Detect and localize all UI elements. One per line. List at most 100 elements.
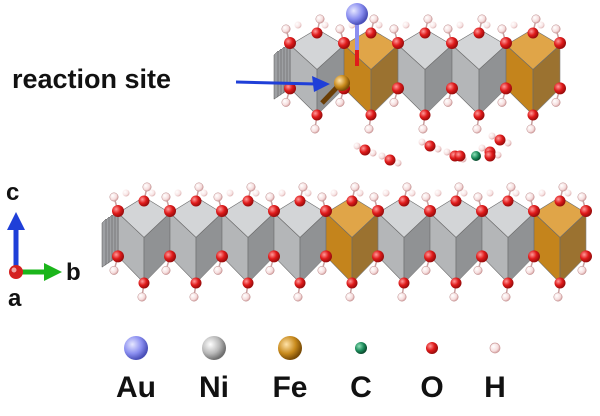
axis-label-a: a bbox=[8, 285, 22, 312]
hydrogen-atom bbox=[577, 265, 587, 275]
hydrogen-atom bbox=[526, 124, 536, 134]
hydrogen-atom bbox=[315, 14, 325, 24]
ni-swatch bbox=[202, 336, 226, 360]
oxygen-atom bbox=[500, 82, 512, 95]
oxygen-atom bbox=[580, 250, 592, 263]
hydrogen-atom bbox=[389, 97, 399, 107]
oxygen-atom bbox=[190, 195, 202, 207]
hydrogen-atom bbox=[488, 132, 496, 140]
hydrogen-atom bbox=[281, 24, 291, 34]
oxygen-atom bbox=[164, 250, 176, 263]
hydrogen-atom bbox=[265, 265, 275, 275]
oxygen-atom bbox=[554, 82, 566, 95]
hydrogen-atom bbox=[504, 139, 512, 147]
legend-item-au: Au bbox=[116, 336, 156, 404]
hydrogen-atom bbox=[310, 124, 320, 134]
oxygen-atom bbox=[454, 150, 466, 162]
hydrogen-atom bbox=[449, 292, 459, 302]
oxygen-atom bbox=[338, 37, 350, 49]
oxygen-atom bbox=[112, 250, 124, 263]
oxygen-atom bbox=[476, 250, 488, 263]
hydrogen-atom bbox=[497, 24, 507, 34]
hydrogen-atom bbox=[501, 292, 511, 302]
oxygen-atom bbox=[320, 250, 332, 263]
axis-label-c: c bbox=[6, 179, 19, 206]
oxygen-atom bbox=[294, 195, 306, 207]
legend-label-c: C bbox=[350, 371, 372, 404]
oxygen-atom bbox=[365, 109, 377, 121]
hydrogen-atom bbox=[506, 182, 516, 192]
legend-item-o: O bbox=[420, 342, 444, 404]
hydrogen-atom bbox=[525, 192, 535, 202]
oxygen-atom bbox=[450, 277, 462, 289]
oxygen-atom bbox=[372, 250, 384, 263]
hydrogen-atom bbox=[423, 14, 433, 24]
legend-item-fe: Fe bbox=[272, 336, 308, 404]
legend-item-ni: Ni bbox=[199, 336, 229, 404]
oxygen-atom bbox=[311, 109, 323, 121]
oxygen-atom bbox=[502, 195, 514, 207]
oxygen-atom bbox=[476, 205, 488, 217]
hydrogen-atom bbox=[226, 189, 234, 197]
oxygen-atom bbox=[346, 277, 358, 289]
hydrogen-atom bbox=[148, 189, 156, 197]
hydrogen-atom bbox=[369, 149, 377, 157]
oxygen-atom bbox=[284, 37, 296, 49]
oxygen-atom bbox=[164, 205, 176, 217]
oxygen-atom bbox=[392, 37, 404, 49]
oxygen-atom bbox=[424, 250, 436, 263]
au-swatch bbox=[124, 336, 148, 360]
hydrogen-atom bbox=[189, 292, 199, 302]
hydrogen-atom bbox=[456, 21, 464, 29]
oxygen-atom bbox=[346, 195, 358, 207]
hydrogen-atom bbox=[443, 148, 451, 156]
hydrogen-atom bbox=[356, 189, 364, 197]
hydrogen-atom bbox=[434, 145, 442, 153]
legend-label-o: O bbox=[420, 371, 443, 404]
hydrogen-atom bbox=[161, 265, 171, 275]
hydrogen-atom bbox=[200, 189, 208, 197]
hydrogen-atom bbox=[478, 144, 486, 152]
hydrogen-atom bbox=[421, 192, 431, 202]
hydrogen-atom bbox=[553, 292, 563, 302]
oxygen-atom bbox=[554, 37, 566, 49]
hydrogen-atom bbox=[335, 24, 345, 34]
oxygen-atom bbox=[112, 205, 124, 217]
lower-hydroxide-layer bbox=[101, 182, 592, 302]
hydrogen-atom bbox=[246, 182, 256, 192]
oxygen-atom bbox=[372, 205, 384, 217]
hydrogen-atom bbox=[330, 189, 338, 197]
hydrogen-atom bbox=[558, 182, 568, 192]
oxygen-atom bbox=[580, 205, 592, 217]
hydrogen-atom bbox=[241, 292, 251, 302]
oxygen-atom bbox=[284, 82, 296, 95]
legend-label-fe: Fe bbox=[272, 371, 307, 404]
hydrogen-atom bbox=[278, 189, 286, 197]
reaction-site-label: reaction site bbox=[12, 64, 171, 94]
oxygen-atom bbox=[554, 277, 566, 289]
hydrogen-atom bbox=[564, 189, 572, 197]
oxygen-atom bbox=[528, 250, 540, 263]
oxygen-atom bbox=[216, 205, 228, 217]
carbon-atom bbox=[471, 151, 481, 161]
oxygen-atom bbox=[419, 109, 431, 121]
hydrogen-atom bbox=[525, 265, 535, 275]
oxygen-atom bbox=[424, 140, 436, 152]
oxygen-atom bbox=[311, 27, 323, 39]
oxygen-atom bbox=[398, 277, 410, 289]
hydrogen-atom bbox=[265, 192, 275, 202]
hydrogen-atom bbox=[394, 159, 402, 167]
hydrogen-atom bbox=[298, 182, 308, 192]
hydrogen-atom bbox=[402, 182, 412, 192]
legend-label-ni: Ni bbox=[199, 371, 229, 404]
hydrogen-atom bbox=[421, 265, 431, 275]
hydrogen-atom bbox=[304, 189, 312, 197]
legend-item-h: H bbox=[484, 342, 506, 404]
oxygen-atom bbox=[190, 277, 202, 289]
hydrogen-atom bbox=[443, 24, 453, 34]
hydrogen-atom bbox=[252, 189, 260, 197]
oxygen-atom bbox=[473, 109, 485, 121]
oxygen-atom bbox=[320, 205, 332, 217]
slab-edge bbox=[101, 218, 107, 268]
